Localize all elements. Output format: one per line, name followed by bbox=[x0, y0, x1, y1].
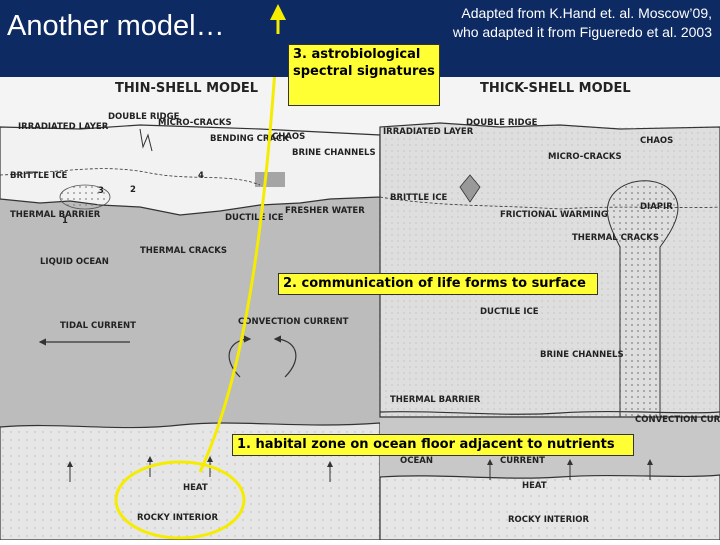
thick-label-heat: HEAT bbox=[522, 481, 547, 491]
thin-label-irradiated: IRRADIATED LAYER bbox=[18, 122, 109, 132]
thin-convection-arrow-right bbox=[273, 335, 297, 378]
annotation-habitable-zone: 1. habital zone on ocean floor adjacent … bbox=[232, 434, 634, 456]
thick-label-irradiated: IRRADIATED LAYER bbox=[383, 127, 474, 137]
thick-label-double-ridge: DOUBLE RIDGE bbox=[466, 118, 538, 128]
thin-label-thermal-barrier: THERMAL BARRIER bbox=[10, 210, 101, 220]
thin-chaos-block bbox=[255, 172, 285, 187]
thin-brittle-boundary bbox=[0, 168, 261, 186]
thick-rock-texture bbox=[380, 477, 720, 540]
thin-number-1: 1 bbox=[62, 216, 68, 226]
thin-shell-panel: THIN-SHELL MODEL IRRADIATED LAYER DOUBLE… bbox=[0, 81, 381, 541]
arrow-top-icon bbox=[270, 4, 286, 34]
thin-shell-title: THIN-SHELL MODEL bbox=[115, 81, 258, 96]
thin-label-fresher: FRESHER WATER bbox=[285, 206, 365, 216]
thick-shell-title: THICK-SHELL MODEL bbox=[480, 81, 631, 96]
thick-thermal-barrier-line bbox=[379, 410, 720, 415]
thin-label-thermal-cracks: THERMAL CRACKS bbox=[140, 246, 227, 256]
thick-ice-texture bbox=[380, 127, 720, 417]
upward-arrow-line bbox=[198, 21, 280, 473]
annotation-communication: 2. communication of life forms to surfac… bbox=[278, 273, 598, 295]
thick-label-rocky: ROCKY INTERIOR bbox=[508, 515, 590, 525]
thin-ocean-region bbox=[0, 177, 380, 427]
thick-double-ridge-wedge bbox=[459, 174, 481, 203]
habitable-zone-circle bbox=[114, 460, 246, 540]
thin-label-chaos: CHAOS bbox=[272, 132, 305, 142]
thick-label-brittle: BRITTLE ICE bbox=[390, 193, 448, 203]
slide-title: Another model… bbox=[7, 10, 225, 42]
thin-number-3: 3 bbox=[98, 186, 104, 196]
thin-label-liquid-ocean: LIQUID OCEAN bbox=[40, 257, 109, 267]
thin-label-double-ridge: DOUBLE RIDGE bbox=[108, 112, 180, 122]
thin-number-4: 4 bbox=[198, 171, 204, 181]
thick-shell-panel: THICK-SHELL MODEL IRRADIATED LAYER DOUBL… bbox=[379, 81, 720, 541]
thick-label-micro-cracks: MICRO-CRACKS bbox=[548, 152, 622, 162]
thick-label-convection: CONVECTION CURRENT bbox=[635, 415, 720, 425]
thick-label-chaos: CHAOS bbox=[640, 136, 673, 146]
credit-text: Adapted from K.Hand et. al. Moscow’09, w… bbox=[382, 4, 712, 42]
thick-label-current: CURRENT bbox=[500, 456, 545, 466]
thin-label-brittle: BRITTLE ICE bbox=[10, 171, 68, 181]
thick-label-ductile: DUCTILE ICE bbox=[480, 307, 539, 317]
thin-crack bbox=[139, 128, 153, 152]
thin-label-tidal: TIDAL CURRENT bbox=[60, 321, 136, 331]
thick-label-diapir: DIAPIR bbox=[640, 202, 673, 212]
thin-label-convection: CONVECTION CURRENT bbox=[238, 317, 349, 327]
thick-label-frictional: FRICTIONAL WARMING bbox=[500, 210, 608, 220]
thin-label-ductile: DUCTILE ICE bbox=[225, 213, 284, 223]
thin-label-rocky: ROCKY INTERIOR bbox=[137, 513, 219, 523]
credit-line-2: who adapted it from Figueredo et al. 200… bbox=[452, 24, 712, 40]
thin-label-bending-crack: BENDING CRACK bbox=[210, 134, 289, 144]
thick-diapir bbox=[606, 180, 679, 418]
thick-label-ocean: OCEAN bbox=[400, 456, 433, 466]
thick-label-thermal-barrier: THERMAL BARRIER bbox=[390, 395, 481, 405]
thick-label-thermal-cracks: THERMAL CRACKS bbox=[572, 233, 659, 243]
thin-label-micro-cracks: MICRO-CRACKS bbox=[158, 118, 232, 128]
thin-number-2: 2 bbox=[130, 185, 136, 195]
annotation-spectral-signatures: 3. astrobiological spectral signatures bbox=[288, 44, 440, 106]
thick-label-brine: BRINE CHANNELS bbox=[540, 350, 624, 360]
thin-label-heat: HEAT bbox=[183, 483, 208, 493]
thin-label-brine: BRINE CHANNELS bbox=[292, 148, 376, 158]
thin-melt-pocket bbox=[59, 184, 111, 210]
credit-line-1: Adapted from K.Hand et. al. Moscow’09, bbox=[461, 5, 712, 21]
